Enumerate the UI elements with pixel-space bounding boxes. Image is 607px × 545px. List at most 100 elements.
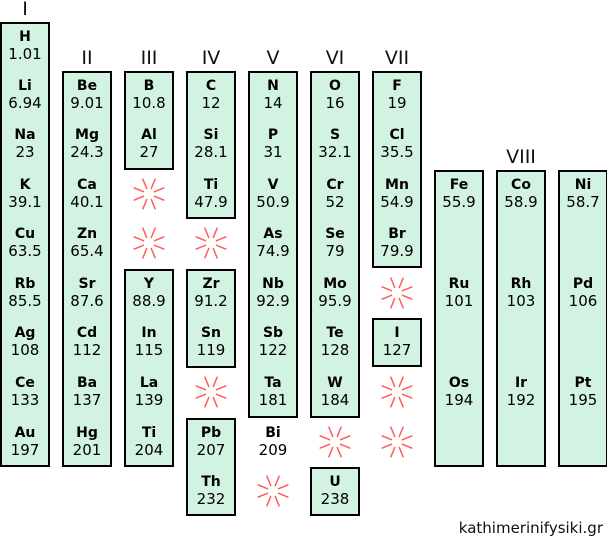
element-symbol: Ag xyxy=(14,325,36,341)
atomic-weight: 95.9 xyxy=(318,292,352,310)
element-symbol: In xyxy=(141,325,157,341)
element-symbol: Nb xyxy=(262,276,284,292)
group-header-iv: IV xyxy=(201,47,221,69)
element-symbol: Si xyxy=(203,127,219,143)
missing-element-mark xyxy=(186,368,236,417)
element-symbol: Ir xyxy=(514,375,528,391)
atomic-weight: 115 xyxy=(134,341,164,359)
atomic-weight: 74.9 xyxy=(256,242,290,260)
element-symbol: C xyxy=(205,78,217,94)
missing-element-mark xyxy=(248,467,298,516)
group-header-v: V xyxy=(266,47,280,69)
element-symbol: Sr xyxy=(78,276,96,292)
atomic-weight: 47.9 xyxy=(194,193,228,211)
element-symbol: Co xyxy=(511,177,531,193)
element-symbol: F xyxy=(392,78,402,94)
atomic-weight: 195 xyxy=(568,391,598,409)
group-viii-co-column xyxy=(496,170,546,467)
atomic-weight: 184 xyxy=(320,391,350,409)
element-symbol: Cu xyxy=(14,226,36,242)
atomic-weight: 28.1 xyxy=(194,143,228,161)
atomic-weight: 65.4 xyxy=(70,242,104,260)
atomic-weight: 128 xyxy=(320,341,350,359)
missing-element-mark xyxy=(372,269,422,318)
atomic-weight: 204 xyxy=(134,441,164,459)
element-symbol: Zn xyxy=(76,226,98,242)
group-header-vii: VII xyxy=(384,47,410,69)
atomic-weight: 122 xyxy=(258,341,288,359)
group-iv-middle-block xyxy=(186,269,236,368)
element-symbol: Pt xyxy=(574,375,592,391)
element-symbol: Ta xyxy=(264,375,282,391)
atomic-weight: 58.7 xyxy=(566,193,600,211)
atomic-weight: 91.2 xyxy=(194,292,228,310)
element-symbol: Mg xyxy=(75,127,99,143)
missing-element-mark xyxy=(372,418,422,467)
missing-element-mark xyxy=(186,219,236,268)
atomic-weight: 133 xyxy=(10,391,40,409)
atomic-weight: 19 xyxy=(387,94,407,112)
site-credit: kathimerinifysiki.gr xyxy=(458,519,603,537)
atomic-weight: 87.6 xyxy=(70,292,104,310)
element-symbol: I xyxy=(394,325,400,341)
atomic-weight: 108 xyxy=(10,341,40,359)
atomic-weight: 201 xyxy=(72,441,102,459)
element-symbol: Cl xyxy=(389,127,405,143)
element-symbol: Rb xyxy=(14,276,36,292)
group-v-column xyxy=(248,71,298,418)
group-viii-fe-column xyxy=(434,170,484,467)
atomic-weight: 103 xyxy=(506,292,536,310)
atomic-weight: 23 xyxy=(15,143,35,161)
element-symbol: La xyxy=(139,375,159,391)
element-symbol: K xyxy=(19,177,31,193)
missing-element-mark xyxy=(310,418,360,467)
element-symbol: W xyxy=(327,375,343,391)
missing-element-mark xyxy=(372,368,422,417)
atomic-weight: 55.9 xyxy=(442,193,476,211)
element-symbol: Ti xyxy=(141,425,157,441)
atomic-weight: 1.01 xyxy=(8,45,42,63)
group-iv-lower-block xyxy=(186,418,236,516)
atomic-weight: 92.9 xyxy=(256,292,290,310)
element-symbol: Be xyxy=(76,78,98,94)
group-vii-lower-block xyxy=(372,318,422,367)
atomic-weight: 238 xyxy=(320,490,350,508)
group-header-iii: III xyxy=(140,47,158,69)
element-symbol: H xyxy=(19,29,31,45)
atomic-weight: 58.9 xyxy=(504,193,538,211)
element-symbol: Sn xyxy=(200,325,222,341)
group-vi-column xyxy=(310,71,360,418)
group-i-column xyxy=(0,22,50,467)
group-header-viii: VIII xyxy=(506,146,536,168)
atomic-weight: 12 xyxy=(201,94,221,112)
element-symbol: Mo xyxy=(323,276,347,292)
element-symbol: Ba xyxy=(76,375,98,391)
element-symbol: Na xyxy=(14,127,36,143)
atomic-weight: 88.9 xyxy=(132,292,166,310)
atomic-weight: 197 xyxy=(10,441,40,459)
